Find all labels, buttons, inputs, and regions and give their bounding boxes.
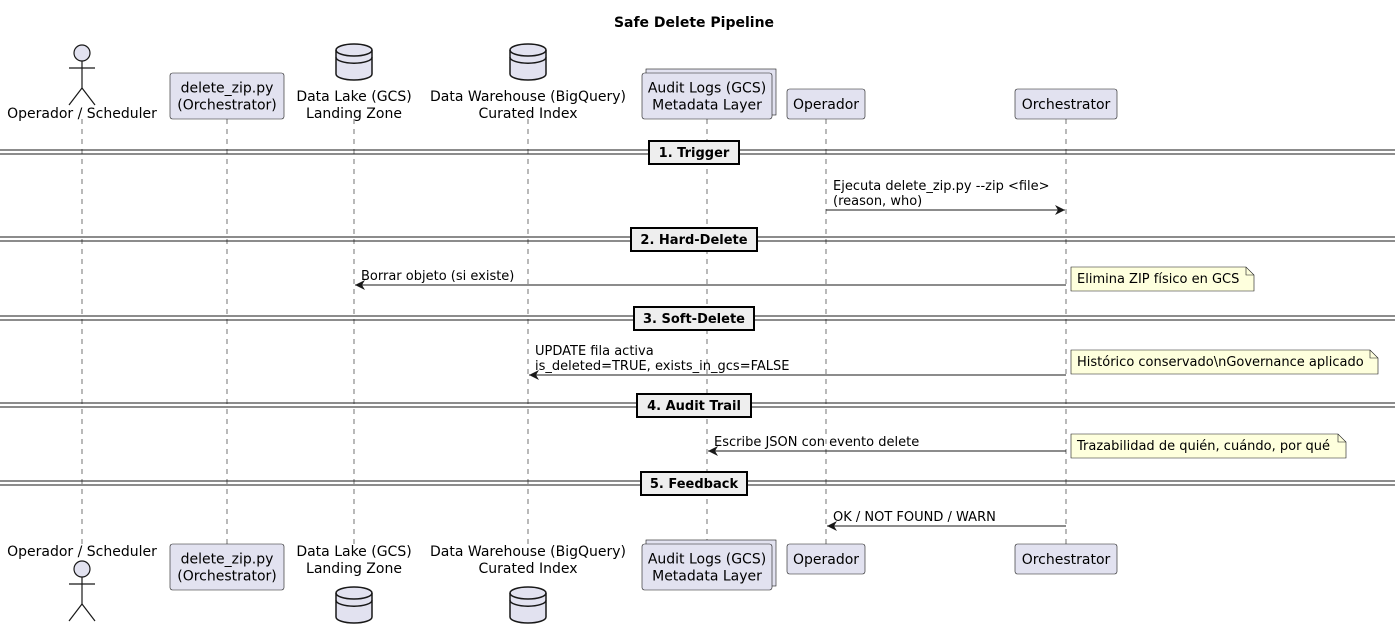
participant-delete_zip-bottom: delete_zip.py(Orchestrator) bbox=[169, 543, 285, 591]
message-label: Borrar objeto (si existe) bbox=[361, 269, 514, 284]
section-divider: 4. Audit Trail bbox=[0, 393, 1395, 418]
participant-operador-bottom: Operador bbox=[786, 543, 866, 575]
participant-data_warehouse-bottom: Data Warehouse (BigQuery)Curated Index bbox=[430, 544, 626, 624]
participant-label: (Orchestrator) bbox=[177, 98, 277, 114]
participant-label: Metadata Layer bbox=[652, 569, 762, 585]
diagram-title: Safe Delete Pipeline bbox=[614, 15, 774, 31]
participant-orchestrator-bottom: Orchestrator bbox=[1014, 543, 1118, 575]
message-label: OK / NOT FOUND / WARN bbox=[833, 510, 996, 525]
participant-data_warehouse-top: Data Warehouse (BigQuery)Curated Index bbox=[430, 43, 626, 122]
participant-label: Metadata Layer bbox=[652, 98, 762, 114]
participant-data_lake-top: Data Lake (GCS)Landing Zone bbox=[296, 43, 412, 122]
participant-label: Audit Logs (GCS) bbox=[648, 552, 766, 568]
participant-operador-top: Operador bbox=[786, 88, 866, 120]
section-divider-label: 3. Soft-Delete bbox=[643, 312, 745, 327]
participant-orchestrator-top: Orchestrator bbox=[1014, 88, 1118, 120]
note-text: Histórico conservado\nGovernance aplicad… bbox=[1077, 355, 1364, 370]
participant-label: Curated Index bbox=[479, 561, 578, 577]
participant-label: Orchestrator bbox=[1022, 552, 1111, 568]
participant-audit_logs-top: Audit Logs (GCS)Metadata Layer bbox=[641, 68, 777, 120]
database-icon bbox=[509, 43, 547, 81]
actor-figure-icon bbox=[68, 560, 96, 622]
note: Trazabilidad de quién, cuándo, por qué bbox=[1070, 433, 1347, 459]
participant-label: Data Lake (GCS) bbox=[296, 544, 411, 560]
participant-label: Landing Zone bbox=[306, 561, 402, 577]
participant-audit_logs-bottom: Audit Logs (GCS)Metadata Layer bbox=[641, 539, 777, 591]
section-divider: 1. Trigger bbox=[0, 140, 1395, 165]
participant-label: Orchestrator bbox=[1022, 97, 1111, 113]
message-label: Escribe JSON con evento delete bbox=[714, 435, 919, 450]
section-divider-label: 4. Audit Trail bbox=[647, 399, 741, 414]
participant-label: delete_zip.py bbox=[181, 81, 274, 97]
participant-label: Operador / Scheduler bbox=[7, 544, 157, 560]
note: Elimina ZIP físico en GCS bbox=[1070, 266, 1255, 292]
section-divider-label: 2. Hard-Delete bbox=[640, 233, 747, 248]
note: Histórico conservado\nGovernance aplicad… bbox=[1070, 349, 1379, 375]
message-label: is_deleted=TRUE, exists_in_gcs=FALSE bbox=[535, 359, 789, 374]
participant-label: (Orchestrator) bbox=[177, 569, 277, 585]
database-icon bbox=[335, 43, 373, 81]
participant-label: Data Warehouse (BigQuery) bbox=[430, 544, 626, 560]
participant-label: delete_zip.py bbox=[181, 552, 274, 568]
message-label: Ejecuta delete_zip.py --zip <file> bbox=[833, 179, 1050, 194]
section-divider: 3. Soft-Delete bbox=[0, 306, 1395, 331]
message-orchestrator-to-audit_logs: Escribe JSON con evento delete bbox=[708, 435, 1066, 456]
participant-label: Operador bbox=[793, 97, 859, 113]
participant-operador_scheduler-bottom: Operador / Scheduler bbox=[7, 544, 157, 622]
message-operador-to-orchestrator: Ejecuta delete_zip.py --zip <file>(reaso… bbox=[826, 179, 1065, 215]
note-text: Trazabilidad de quién, cuándo, por qué bbox=[1076, 439, 1330, 454]
participant-label: Audit Logs (GCS) bbox=[648, 81, 766, 97]
participant-label: Landing Zone bbox=[306, 106, 402, 122]
participant-label: Data Warehouse (BigQuery) bbox=[430, 89, 626, 105]
participant-delete_zip-top: delete_zip.py(Orchestrator) bbox=[169, 72, 285, 120]
message-label: UPDATE fila activa bbox=[535, 344, 654, 359]
note-text: Elimina ZIP físico en GCS bbox=[1077, 272, 1239, 287]
actor-figure-icon bbox=[68, 44, 96, 106]
participant-label: Operador bbox=[793, 552, 859, 568]
participant-operador_scheduler-top: Operador / Scheduler bbox=[7, 44, 157, 122]
section-divider: 5. Feedback bbox=[0, 471, 1395, 496]
message-orchestrator-to-data_lake: Borrar objeto (si existe) bbox=[355, 269, 1066, 290]
participant-label: Operador / Scheduler bbox=[7, 106, 157, 122]
section-divider: 2. Hard-Delete bbox=[0, 227, 1395, 252]
participant-label: Curated Index bbox=[479, 106, 578, 122]
message-label: (reason, who) bbox=[833, 194, 922, 209]
section-divider-label: 1. Trigger bbox=[659, 146, 730, 161]
section-divider-label: 5. Feedback bbox=[650, 477, 739, 492]
database-icon bbox=[335, 586, 373, 624]
participant-label: Data Lake (GCS) bbox=[296, 89, 411, 105]
message-orchestrator-to-operador: OK / NOT FOUND / WARN bbox=[827, 510, 1066, 531]
participant-data_lake-bottom: Data Lake (GCS)Landing Zone bbox=[296, 544, 412, 624]
database-icon bbox=[509, 586, 547, 624]
